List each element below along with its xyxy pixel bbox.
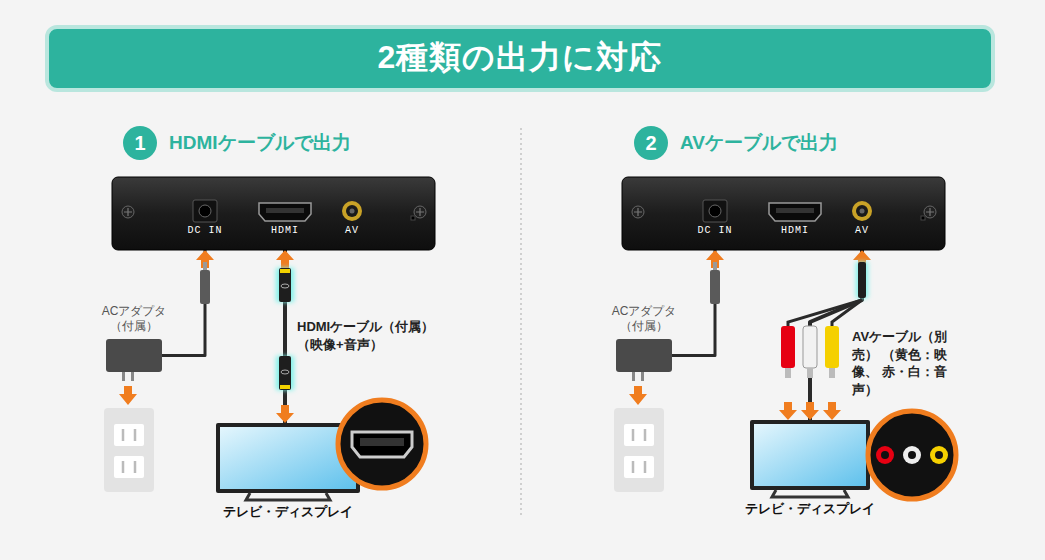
step-number: 2 bbox=[645, 133, 656, 153]
ac-adapter-box: ACアダプタ （付属） bbox=[106, 339, 162, 372]
orange-arrow bbox=[823, 402, 841, 420]
step-number: 1 bbox=[134, 133, 145, 153]
step-number-circle: 1HDMIケーブルで出力 bbox=[123, 126, 157, 160]
step-number-circle: 2AVケーブルで出力 bbox=[634, 126, 668, 160]
adapter-label: ACアダプタ （付属） bbox=[608, 304, 680, 335]
cable-label: AVケーブル（別売） （黄色：映像、 赤・白：音声） bbox=[852, 328, 972, 398]
display-label: テレビ・ディスプレイ bbox=[745, 500, 875, 518]
step-heading: AVケーブルで出力 bbox=[680, 130, 838, 156]
display-label: テレビ・ディスプレイ bbox=[223, 503, 353, 521]
cable-connector bbox=[162, 250, 205, 356]
port-label: AV bbox=[345, 225, 359, 236]
converter-box: DC IN HDMI AV bbox=[622, 177, 945, 250]
title: 2種類の出力に対応 bbox=[378, 36, 663, 80]
port-label: AV bbox=[855, 225, 869, 236]
tv bbox=[750, 420, 870, 497]
hdmi-plug bbox=[276, 268, 294, 390]
hdmi-callout bbox=[338, 400, 426, 488]
orange-arrow bbox=[779, 402, 797, 420]
tv-display: テレビ・ディスプレイ bbox=[216, 423, 360, 493]
cable-connector bbox=[672, 250, 715, 356]
cable-label: HDMIケーブル（付属） （映像+音声） bbox=[297, 318, 452, 353]
port-label: HDMI bbox=[781, 225, 809, 236]
title-banner bbox=[47, 27, 993, 90]
tv-display: テレビ・ディスプレイ bbox=[750, 420, 870, 490]
divider bbox=[521, 128, 522, 518]
adapter-label: ACアダプタ （付属） bbox=[98, 304, 170, 335]
port-label: DC IN bbox=[187, 225, 222, 236]
port-label: DC IN bbox=[697, 225, 732, 236]
rca-callout bbox=[868, 411, 956, 499]
step-heading: HDMIケーブルで出力 bbox=[169, 130, 351, 156]
ac-adapter-box: ACアダプタ （付属） bbox=[616, 339, 672, 372]
port-label: HDMI bbox=[271, 225, 299, 236]
left-panel-parts bbox=[104, 177, 435, 492]
converter-box: DC IN HDMI AV bbox=[112, 177, 435, 250]
